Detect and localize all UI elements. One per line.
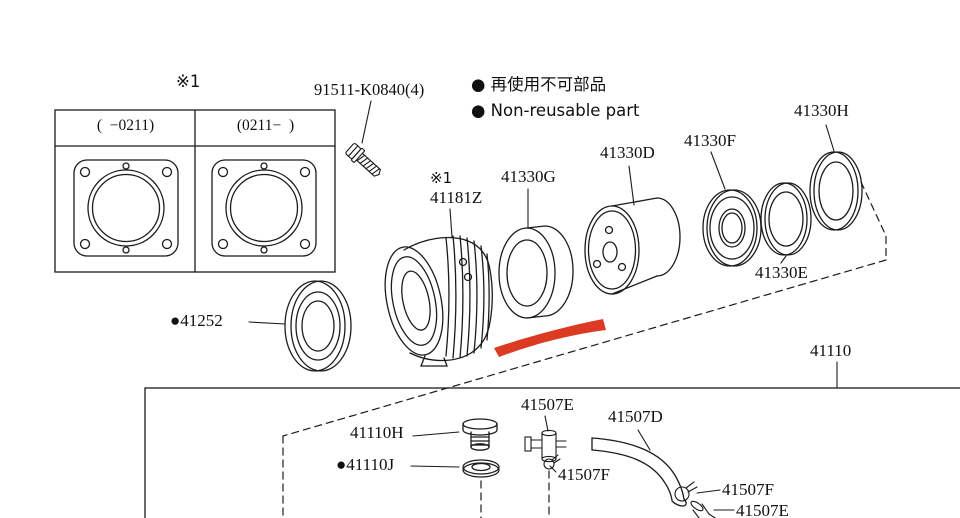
bearing-41330f-drawing	[702, 189, 762, 267]
variant-early-label: ( −0211)	[96, 117, 155, 134]
gasket-late-drawing	[211, 159, 317, 257]
legend-non-reusable-en: ● Non-reusable part	[471, 101, 640, 120]
ring-41330e-drawing	[760, 182, 812, 256]
variant-note: ※1	[176, 72, 201, 91]
leader-lines	[248, 100, 838, 511]
callout-41330f: 41330F	[684, 131, 736, 150]
callout-41507e-top: 41507E	[521, 395, 574, 414]
seal-41252-drawing	[284, 280, 352, 372]
callout-41252: ●41252	[170, 311, 223, 330]
callout-41330g: 41330G	[501, 167, 556, 186]
callout-41330h: 41330H	[794, 101, 849, 120]
clamp-41507f-right-drawing	[674, 481, 698, 502]
hose-41507d-drawing	[591, 437, 687, 507]
fitting-41507e-bottom-drawing	[690, 500, 716, 518]
callout-41507e-bottom: 41507E	[736, 501, 789, 518]
variant-table-frame	[54, 109, 336, 273]
callout-41181z: 41181Z	[430, 188, 483, 207]
callout-41330e: 41330E	[755, 263, 808, 282]
bolt-drawing	[345, 143, 381, 177]
red-highlight-swoosh	[494, 319, 606, 357]
legend-non-reusable-jp: ● 再使用不可部品	[471, 75, 607, 94]
callout-41110j: ●41110J	[336, 455, 395, 474]
callout-41110h: 41110H	[350, 423, 404, 442]
callout-41507d: 41507D	[608, 407, 663, 426]
housing-41181z-drawing	[384, 235, 493, 367]
ring-41330h-drawing	[809, 151, 863, 231]
plug-41110h-drawing	[462, 418, 498, 451]
fitting-41507e-top-drawing	[524, 429, 567, 470]
washer-41110j-drawing	[462, 459, 500, 478]
gasket-early-drawing	[73, 159, 179, 257]
ring-41330g-drawing	[498, 225, 574, 319]
drum-41330d-drawing	[584, 197, 681, 295]
callout-41507f-left: 41507F	[558, 465, 610, 484]
sub-assembly-box	[144, 387, 960, 518]
variant-late-label: (0211− )	[236, 117, 295, 134]
assembly-boundary-dashed	[282, 181, 887, 518]
callout-41181z-note: ※1	[430, 169, 453, 187]
callout-91511-bolt: 91511-K0840(4)	[314, 80, 425, 99]
callout-41507f-right: 41507F	[722, 480, 774, 499]
callout-41330d: 41330D	[600, 143, 655, 162]
callout-41110: 41110	[810, 341, 852, 360]
